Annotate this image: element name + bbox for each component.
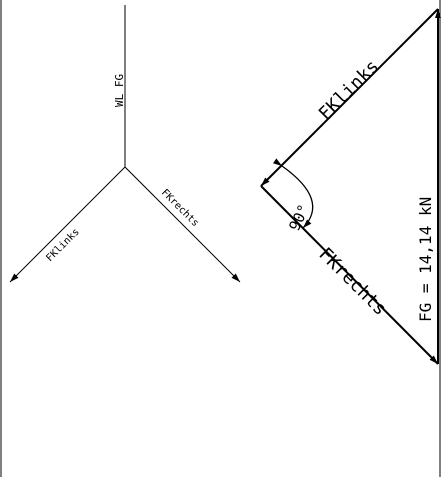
upper-force-arrow: [260, 8, 439, 187]
kraefteplan-group: FG = 14,14 kN FKlinks FKrechts 90°: [260, 8, 441, 365]
left-branch-arrow: [9, 166, 126, 283]
lageplan-group: WL FG FKlinks FKrechts: [9, 5, 241, 283]
upper-force-label: FKlinks: [315, 56, 383, 124]
right-branch-label: FKrechts: [159, 187, 201, 229]
line-of-action-label: WL FG: [113, 74, 126, 107]
right-branch-arrow: [124, 166, 241, 283]
left-branch-label: FKlinks: [44, 227, 82, 265]
angle-label: 90°: [285, 202, 313, 234]
lower-force-label: FKrechts: [314, 244, 390, 320]
right-angle-arc: [272, 158, 314, 229]
resultant-label: FG = 14,14 kN: [416, 197, 435, 322]
